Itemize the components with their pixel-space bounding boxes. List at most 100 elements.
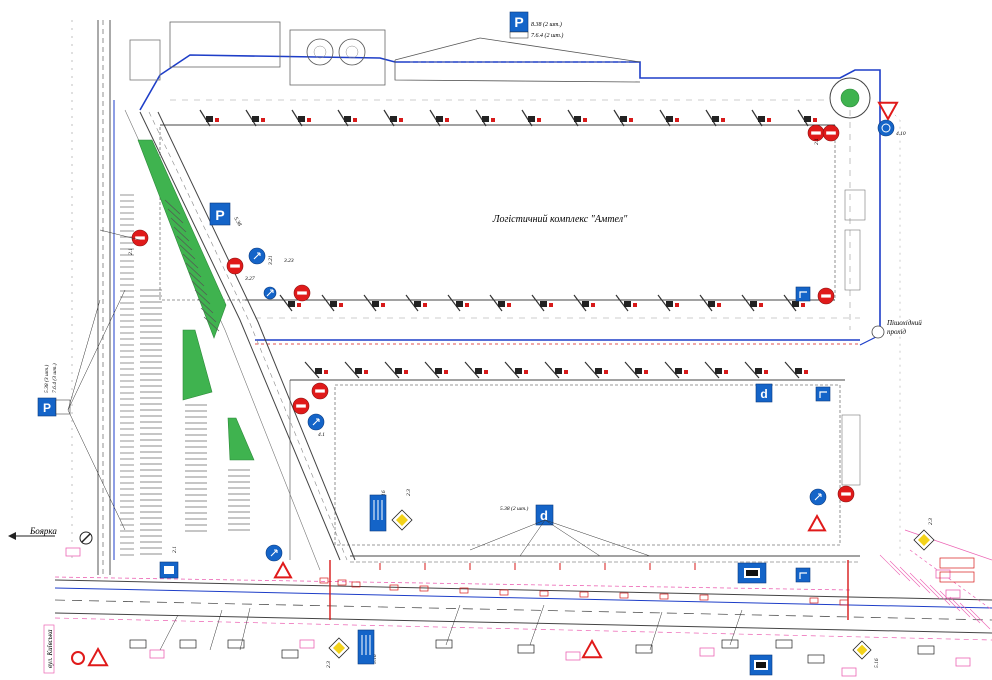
- no-entry-bar: [230, 264, 240, 268]
- hatch-line: [164, 199, 181, 215]
- leader-line: [519, 519, 546, 557]
- direction-sign-icon: [815, 386, 831, 402]
- dock-line: [245, 109, 257, 127]
- mandatory-signs: [248, 247, 827, 562]
- dock-marker: [537, 118, 541, 122]
- annotation-boxes: [65, 531, 971, 677]
- green-islands: [137, 139, 255, 461]
- pink-annotation-box: [945, 589, 961, 599]
- dock-block: [595, 368, 602, 374]
- red-box: [539, 590, 549, 597]
- svg-text:7.6.4 (2 шт.): 7.6.4 (2 шт.): [531, 32, 563, 39]
- dock-block: [482, 116, 489, 122]
- dock-marker: [444, 370, 448, 374]
- annotation-box: [635, 644, 653, 654]
- red-box: [579, 591, 589, 598]
- annotation-box: [807, 654, 825, 664]
- svg-text:4.10: 4.10: [896, 130, 906, 137]
- dock-marker: [261, 118, 265, 122]
- parking-sign-top: P 8.38 (2 шт.) 7.6.4 (2 шт.): [509, 11, 563, 39]
- dock-block: [206, 116, 213, 122]
- svg-text:P: P: [514, 14, 523, 30]
- dock-block: [498, 301, 505, 307]
- dock-line: [544, 361, 560, 379]
- dock-line: [704, 361, 720, 379]
- sign-code-label: 5.16: [874, 658, 880, 668]
- top-utility-buildings: [129, 21, 386, 86]
- dock-marker: [801, 303, 805, 307]
- dock-marker: [549, 303, 553, 307]
- pink-line: [959, 602, 981, 624]
- dock-marker: [675, 303, 679, 307]
- hatch-line: [179, 244, 196, 260]
- red-box: [337, 579, 347, 586]
- red-box: [619, 592, 629, 599]
- hatch-line: [188, 271, 205, 287]
- dock-line: [337, 109, 349, 127]
- dock-marker: [721, 118, 725, 122]
- direction-glyph: [819, 391, 827, 398]
- dock-marker: [484, 370, 488, 374]
- dock-line: [573, 294, 587, 312]
- dock-block: [712, 116, 719, 122]
- dock-marker: [724, 370, 728, 374]
- arrow-glyph: [266, 289, 274, 297]
- nowait-sign-1: d 5.38 (2 шт.): [500, 504, 554, 526]
- annotation-box: [129, 639, 147, 649]
- dock-block: [435, 368, 442, 374]
- pedestrian-marker: Пішохідний прохід: [871, 319, 922, 339]
- dock-marker: [491, 118, 495, 122]
- dock-block: [675, 368, 682, 374]
- leader-line: [159, 614, 179, 651]
- dock-line: [405, 294, 419, 312]
- red-box: [389, 584, 399, 591]
- dock-line: [705, 109, 717, 127]
- dock-marker: [564, 370, 568, 374]
- dock-line: [363, 294, 377, 312]
- dock-marker: [381, 303, 385, 307]
- dock-line: [699, 294, 713, 312]
- dock-line: [624, 361, 640, 379]
- leader-line: [209, 609, 223, 651]
- direction-label: Боярка: [29, 526, 57, 536]
- pink-line: [899, 566, 921, 588]
- dock-line: [567, 109, 579, 127]
- sign-code-label: 2.3: [928, 518, 934, 525]
- pink-line: [889, 560, 911, 582]
- dock-line: [504, 361, 520, 379]
- dock-line: [384, 361, 400, 379]
- dock-block: [436, 116, 443, 122]
- dock-block: [344, 116, 351, 122]
- sign-code-label: 2.3: [326, 661, 332, 668]
- dock-line: [464, 361, 480, 379]
- dock-block: [666, 301, 673, 307]
- leader-line: [729, 609, 743, 646]
- dock-line: [279, 294, 293, 312]
- dock-marker: [804, 370, 808, 374]
- dock-marker: [507, 303, 511, 307]
- priority-inner: [918, 534, 930, 546]
- annotation-box: [917, 645, 935, 655]
- dock-marker: [524, 370, 528, 374]
- pink-line: [919, 578, 941, 600]
- truck-sign-2: [749, 654, 773, 676]
- dock-marker: [445, 118, 449, 122]
- dock-marker: [767, 118, 771, 122]
- leader-line: [67, 289, 126, 411]
- complex-fence: [139, 54, 881, 346]
- pink-annotation-box: [935, 569, 951, 579]
- leader-line: [544, 519, 651, 557]
- dock-marker: [633, 303, 637, 307]
- dock-marker: [399, 118, 403, 122]
- loading-docks-mid: [279, 294, 805, 312]
- no-entry-bar: [826, 131, 836, 135]
- leader-line: [67, 409, 126, 531]
- dock-line: [797, 109, 809, 127]
- hatch-line: [200, 307, 217, 323]
- sign-code-label: 3.21: [268, 255, 274, 266]
- red-markup: [319, 560, 849, 620]
- svg-text:d: d: [540, 508, 548, 523]
- hatch-line: [197, 298, 214, 314]
- sign-code-label: 5.16: [372, 654, 378, 664]
- sign-code-label: 2.1: [172, 546, 178, 553]
